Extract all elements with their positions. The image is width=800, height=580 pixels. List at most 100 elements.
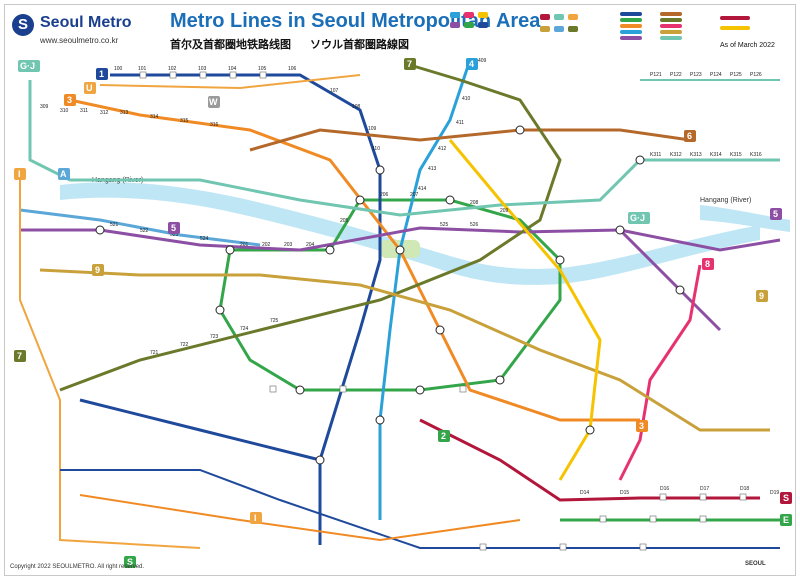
line-badge-e-e[interactable]: E: [780, 514, 792, 526]
station-code: D15: [620, 490, 629, 496]
badge-bg: [124, 556, 136, 568]
line-badge-5-w[interactable]: 5: [168, 222, 180, 234]
station-code: 313: [120, 110, 129, 116]
legend-box-f: [478, 22, 488, 28]
badge-label: 7: [407, 59, 412, 69]
line-badge-w-top[interactable]: W: [208, 96, 220, 108]
line-badge-i-sw[interactable]: I: [250, 512, 262, 524]
han-river-east: [700, 205, 790, 232]
badge-label: I: [18, 169, 21, 179]
line-badge-6-e[interactable]: 6: [684, 130, 696, 142]
station-code: 110: [372, 146, 380, 152]
badge-bg: [14, 168, 26, 180]
line-7-route: [59, 63, 562, 392]
badge-label: S: [783, 493, 789, 503]
station-code: 312: [100, 110, 109, 116]
line-badge-gj-nw[interactable]: G·J: [18, 60, 40, 72]
line-badge-1-top[interactable]: 1: [96, 68, 108, 80]
station-code: 309: [40, 104, 49, 110]
badge-bg: [466, 58, 478, 70]
page-title-chinese: 首尔及首都圈地铁路线图: [170, 39, 291, 51]
badge-bg: [404, 58, 416, 70]
line-badge-a-w[interactable]: A: [58, 168, 70, 180]
line-badge-9-w[interactable]: 9: [92, 264, 104, 276]
transfer-station: [355, 195, 365, 205]
footer-logo: SEOUL: [745, 561, 766, 567]
line-badge-s-e[interactable]: S: [780, 492, 792, 504]
transfer-stations: [95, 125, 685, 465]
badge-label: 5: [171, 223, 176, 233]
line-suin-bundang-route: [448, 139, 602, 481]
line-badge-3-se[interactable]: 3: [636, 420, 648, 432]
badge-bg: [18, 60, 40, 72]
badge-label: 5: [773, 209, 778, 219]
transfer-station: [635, 155, 645, 165]
line-badge-s-sw[interactable]: S: [124, 556, 136, 568]
transfer-station: [445, 195, 455, 205]
station-tick: [639, 543, 647, 551]
line-badge-4-top[interactable]: 4: [466, 58, 478, 70]
legend-box-a: [450, 12, 460, 18]
station-code: K313: [690, 152, 702, 158]
line-4-route: [378, 59, 472, 520]
line-badges: G·J U 1 3 W 7 4 6: [14, 58, 792, 568]
station-code: 109: [368, 126, 377, 132]
line-badge-i-w[interactable]: I: [14, 168, 26, 180]
badge-label: W: [209, 97, 218, 107]
line-badge-9-se[interactable]: 9: [756, 290, 768, 302]
legend-line-suin: [720, 26, 750, 30]
line-5-route: [20, 226, 781, 252]
badge-bg: [14, 350, 26, 362]
station-code: D16: [660, 486, 669, 492]
line-badge-gj-e[interactable]: G·J: [628, 212, 650, 224]
logo-url[interactable]: www.seoulmetro.co.kr: [40, 36, 119, 45]
badge-label: 6: [687, 131, 692, 141]
badge-label: 3: [67, 95, 72, 105]
station-code: 100: [114, 66, 123, 72]
line-badge-2-c[interactable]: 2: [438, 430, 450, 442]
station-code: 411: [456, 120, 464, 126]
station-code: 311: [80, 108, 88, 114]
page-title: Metro Lines in Seoul Metropolitan Area: [170, 10, 541, 32]
badge-label: I: [254, 513, 257, 523]
badge-bg: [84, 82, 96, 94]
as-of-date: As of March 2022: [720, 42, 775, 49]
station-code: 723: [210, 334, 219, 340]
station-code: 206: [380, 192, 389, 198]
transfer-station: [375, 165, 385, 175]
station-tick: [199, 71, 207, 79]
legend-line-8: [660, 24, 682, 28]
station-code: 204: [306, 242, 315, 248]
station-tick: [599, 515, 607, 523]
seoul-metro-logo[interactable]: S Seoul Metro www.seoulmetro.co.kr: [10, 10, 160, 50]
legend-line-4: [620, 30, 642, 34]
line-badge-8-e[interactable]: 8: [702, 258, 714, 270]
line-badge-7-top[interactable]: 7: [404, 58, 416, 70]
line-badge-7-sw[interactable]: 7: [14, 350, 26, 362]
legend-box-i: [568, 14, 578, 20]
legend-box-c: [478, 12, 488, 18]
legend-box-j: [540, 26, 550, 32]
station-code: K311: [650, 152, 662, 158]
transfer-station: [225, 245, 235, 255]
legend-box-d: [450, 22, 460, 28]
station-tick: [229, 71, 237, 79]
station-code: 526: [470, 222, 479, 228]
line-6-route: [249, 128, 691, 152]
river-label-east: Hangang (River): [700, 197, 751, 204]
transfer-station: [215, 305, 225, 315]
station-code: 522: [140, 228, 149, 234]
transfer-station: [325, 245, 335, 255]
station-code: 409: [478, 58, 487, 64]
line-9-route: [39, 268, 770, 432]
line-badge-3-top[interactable]: 3: [64, 94, 76, 106]
badge-bg: [702, 258, 714, 270]
badge-label: 2: [441, 431, 446, 441]
station-code: 108: [352, 104, 361, 110]
station-ticks: [139, 71, 747, 551]
line-southwest-route: [60, 469, 780, 549]
line-badge-5-e[interactable]: 5: [770, 208, 782, 220]
transfer-station: [395, 245, 405, 255]
line-badge-u-top[interactable]: U: [84, 82, 96, 94]
line-1-west: [79, 398, 321, 462]
